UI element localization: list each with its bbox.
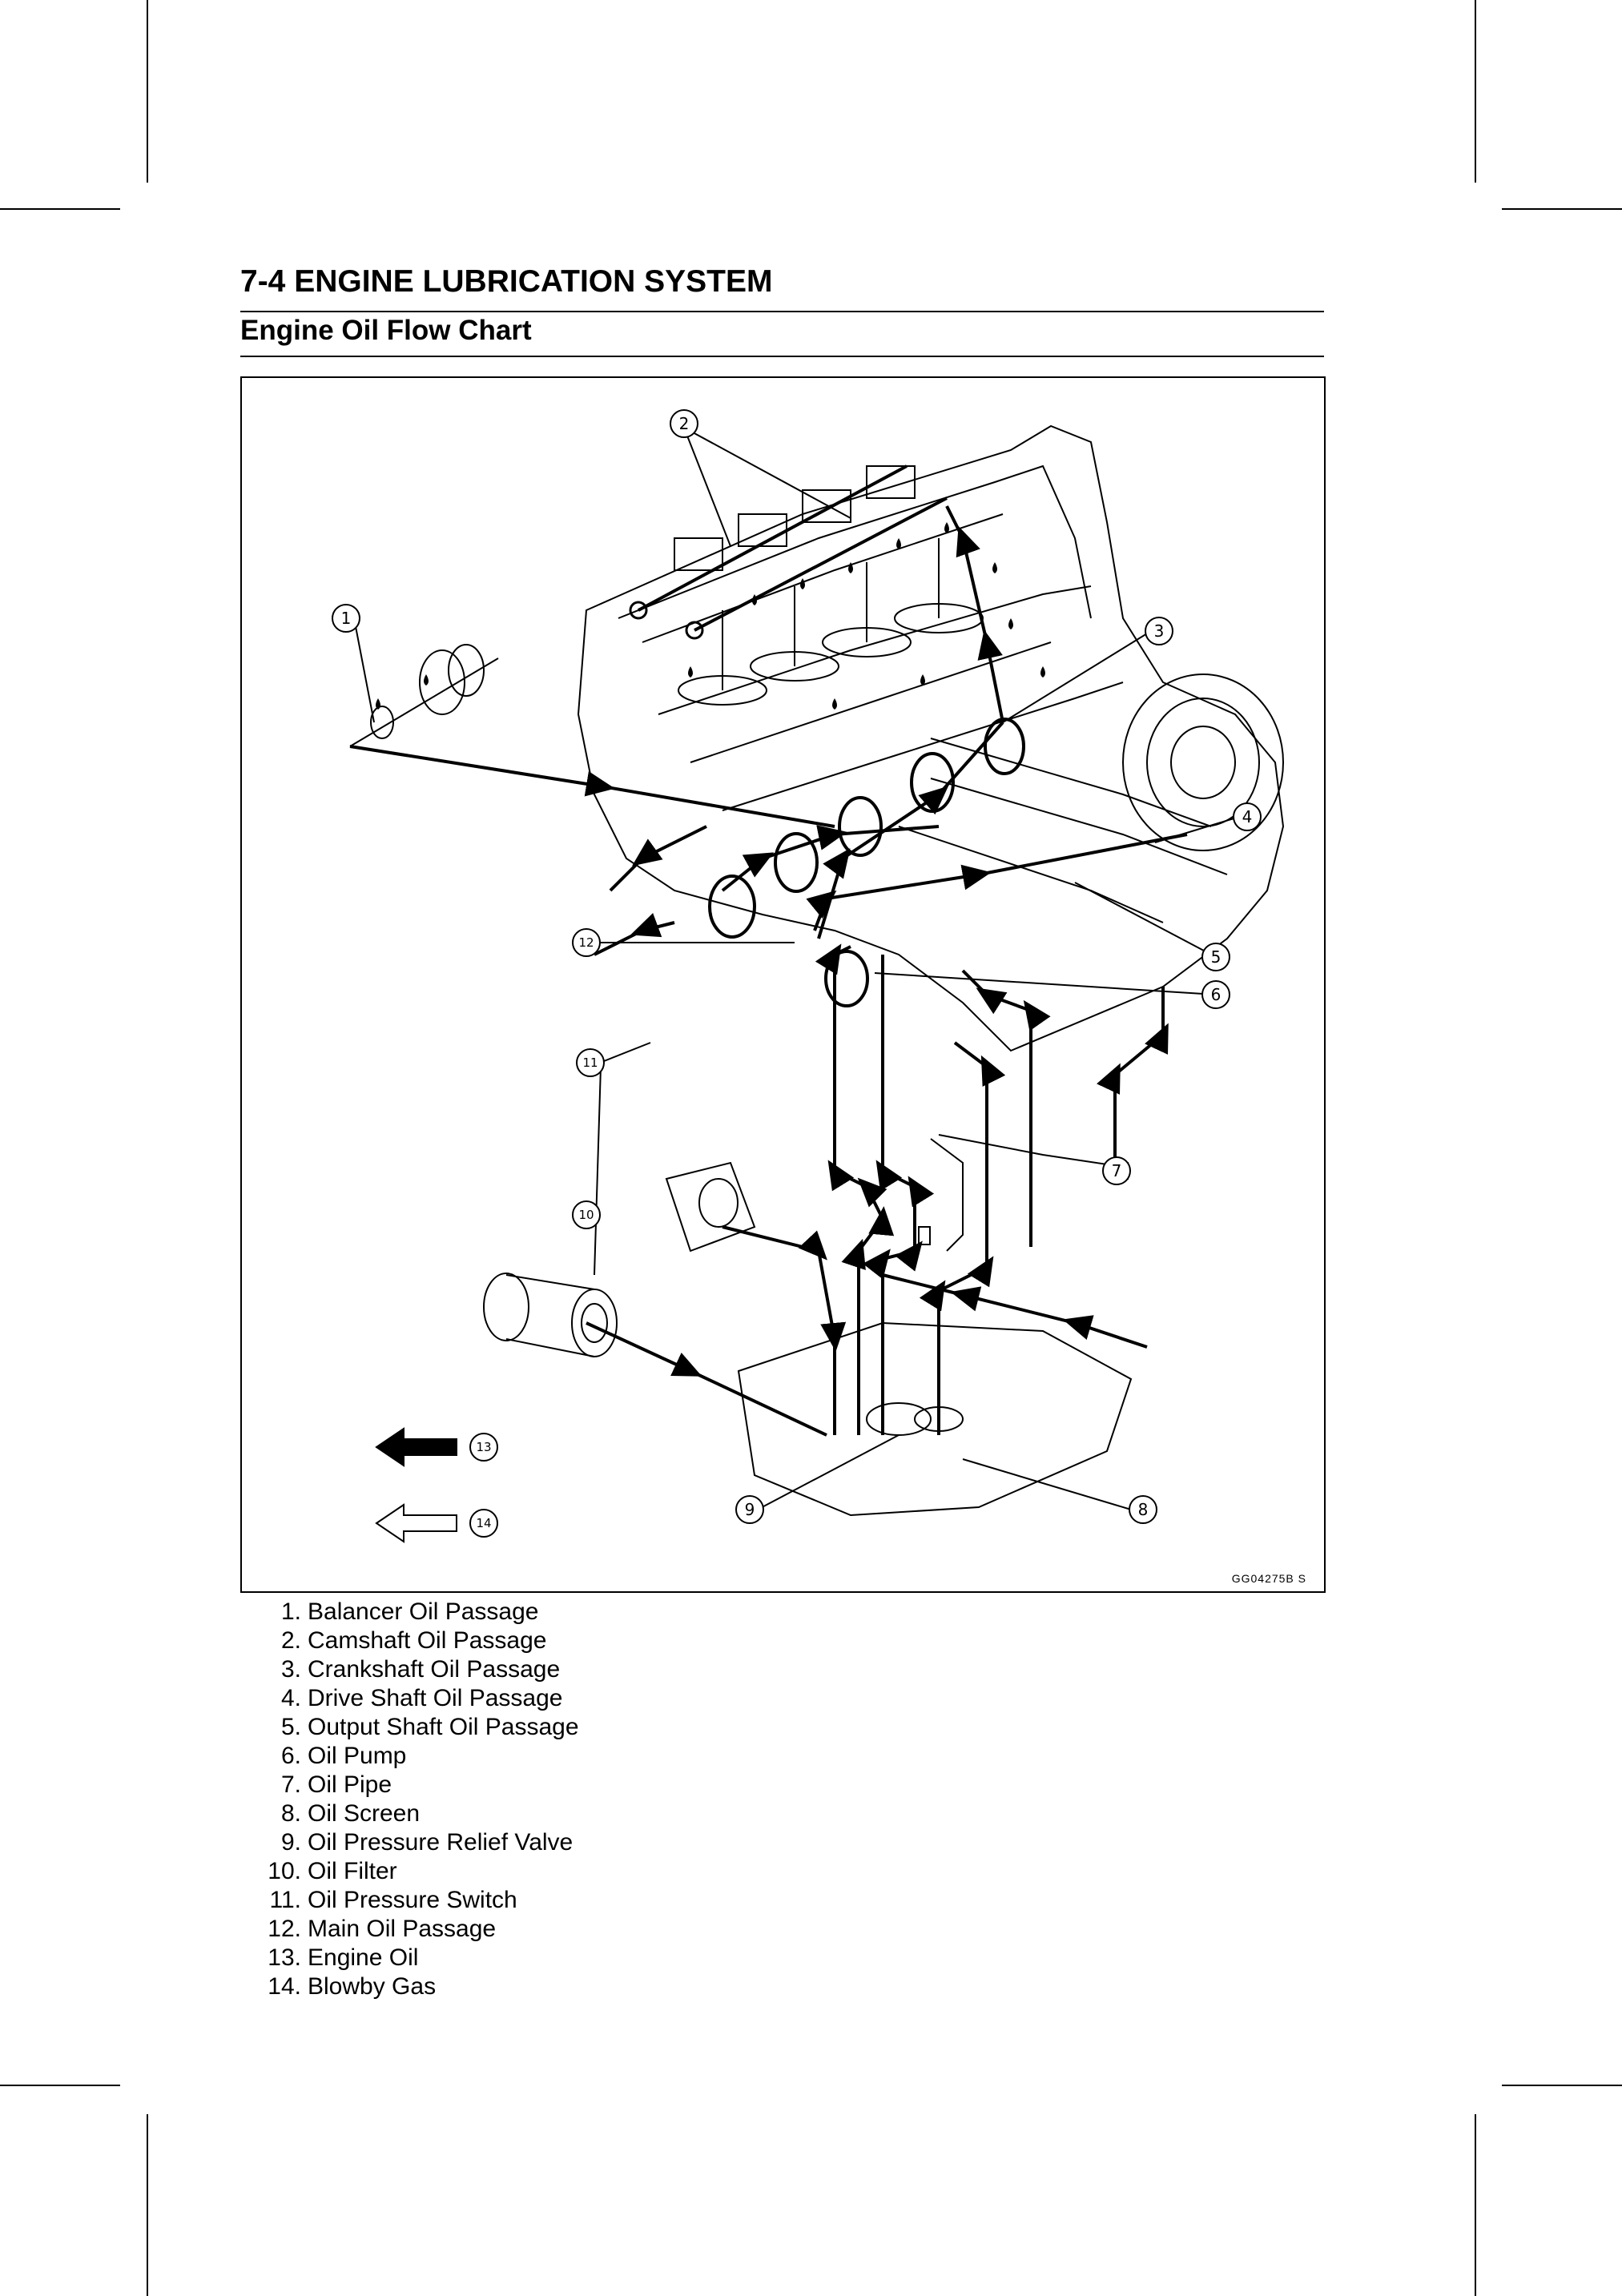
engine-oil-arrow-icon: [375, 1427, 457, 1467]
callout-11: 11: [582, 1056, 598, 1070]
callout-12: 12: [578, 935, 594, 950]
legend-item: 12.Main Oil Passage: [268, 1916, 497, 1942]
legend-item: 10.Oil Filter: [268, 1858, 397, 1884]
legend-item: 13.Engine Oil: [268, 1944, 419, 1971]
crop-mark: [0, 208, 120, 210]
oil-flow-paths: [349, 505, 1188, 1437]
callouts: [332, 409, 1262, 1538]
oil-filter: [483, 1161, 756, 1357]
oil-droplets: [376, 522, 1045, 710]
legend-list: 1.Balancer Oil Passage 2.Camshaft Oil Pa…: [256, 1598, 579, 2001]
callout-2: 2: [679, 414, 690, 433]
crop-mark: [147, 2114, 148, 2296]
crop-mark: [0, 2085, 120, 2086]
page-title: 7-4 ENGINE LUBRICATION SYSTEM: [240, 264, 773, 299]
legend-item: 14.Blowby Gas: [268, 1973, 437, 2000]
header-rule: [240, 311, 1324, 312]
callout-14: 14: [476, 1516, 491, 1530]
callout-3: 3: [1154, 621, 1165, 641]
legend-item: 2.Camshaft Oil Passage: [280, 1627, 547, 1654]
legend-item: 5.Output Shaft Oil Passage: [280, 1714, 579, 1740]
crop-mark: [1502, 208, 1622, 210]
oil-pan: [737, 1321, 1133, 1517]
engine-block: [577, 424, 1285, 1052]
passage-rings: [708, 718, 1025, 1007]
legend-item: 6.Oil Pump: [280, 1743, 407, 1769]
camshafts: [629, 464, 948, 640]
legend-item: 11.Oil Pressure Switch: [269, 1887, 517, 1913]
header-rule: [240, 356, 1324, 357]
callout-4: 4: [1242, 807, 1253, 826]
callout-10: 10: [578, 1208, 594, 1222]
blowby-gas-arrow-icon: [375, 1503, 457, 1543]
callout-7: 7: [1112, 1161, 1122, 1180]
legend-item: 1.Balancer Oil Passage: [280, 1598, 539, 1625]
callout-5: 5: [1211, 947, 1222, 967]
legend-item: 4.Drive Shaft Oil Passage: [280, 1685, 563, 1711]
legend-item: 7.Oil Pipe: [280, 1771, 392, 1798]
engine-oil-flow-diagram: 1 2 3 4 5 6 7 8 9 10 11 12 13 14: [332, 409, 1285, 1543]
oil-flow-figure: 1 2 3 4 5 6 7 8 9 10 11 12 13 14 GG04275…: [240, 376, 1326, 1593]
callout-6: 6: [1211, 985, 1222, 1004]
leader-lines: [353, 427, 1240, 1512]
figure-code: GG04275B S: [1231, 1572, 1306, 1585]
oil-pipe: [918, 1134, 1129, 1252]
balancer-shaft: [349, 644, 499, 747]
callout-1: 1: [341, 609, 352, 628]
crop-mark: [1475, 0, 1476, 183]
crop-mark: [1475, 2114, 1476, 2296]
callout-13: 13: [476, 1440, 491, 1454]
crop-mark: [147, 0, 148, 183]
callout-9: 9: [745, 1500, 755, 1519]
legend-item: 8.Oil Screen: [280, 1800, 421, 1827]
crop-mark: [1502, 2085, 1622, 2086]
callout-8: 8: [1138, 1500, 1149, 1519]
section-subtitle: Engine Oil Flow Chart: [240, 315, 532, 346]
legend-item: 9.Oil Pressure Relief Valve: [280, 1829, 574, 1856]
callout-labels: 1 2 3 4 5 6 7 8 9 10 11 12 13 14: [341, 414, 1253, 1530]
legend-item: 3.Crankshaft Oil Passage: [280, 1656, 561, 1683]
